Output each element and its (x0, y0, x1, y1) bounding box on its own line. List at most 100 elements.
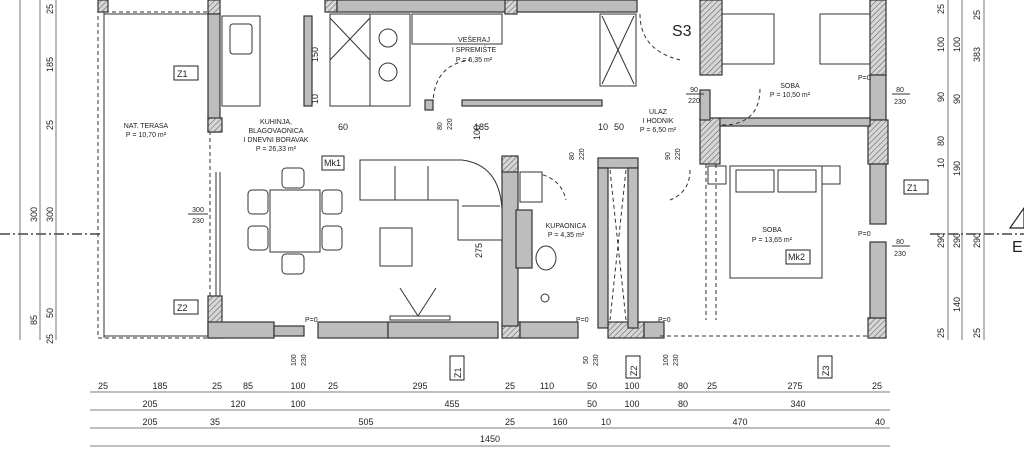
right-dim-25b: 25 (972, 328, 982, 338)
b1-14: 25 (872, 381, 882, 391)
right-dim-2: 100 (936, 37, 946, 52)
win-50-bottom: 50 (583, 356, 590, 364)
right-dim-290b: 290 (952, 233, 962, 248)
right-dim-4: 80 (936, 136, 946, 146)
win-80-b-h: 230 (894, 251, 906, 258)
b1-11: 80 (678, 381, 688, 391)
door-90-room: 90 (665, 152, 672, 160)
room2-name: SOBA (762, 227, 782, 234)
b2-1: 120 (230, 399, 245, 409)
b4-total: 1450 (480, 434, 500, 444)
right-dim-290: 290 (972, 233, 982, 248)
b2-5: 100 (624, 399, 639, 409)
bed (707, 165, 841, 279)
terrace-outline (97, 11, 211, 339)
b2-2: 100 (290, 399, 305, 409)
tag-z3-bottom: Z3 (821, 365, 831, 376)
section-marker-icon (1008, 206, 1024, 229)
inner-150: 150 (310, 47, 320, 62)
right-dim-3: 90 (936, 92, 946, 102)
pantry-area: P = 6,35 m² (456, 57, 493, 64)
inner-275: 275 (474, 243, 484, 258)
door-80-pantry-h: 220 (447, 118, 454, 130)
door-90: 90 (690, 87, 698, 94)
bath-sink (519, 171, 543, 203)
door-80-pantry: 80 (437, 122, 444, 130)
right-dim-5: 190 (952, 161, 962, 176)
p0-1: P=0 (305, 317, 318, 324)
b1-5: 25 (328, 381, 338, 391)
bath-name: KUPAONICA (546, 223, 587, 230)
b1-12: 25 (707, 381, 717, 391)
b1-8: 110 (540, 381, 554, 391)
left-dim-2: 185 (45, 57, 55, 72)
tag-z1-right: Z1 (907, 183, 918, 193)
room2-tag: Mk2 (788, 252, 805, 262)
b3-0: 205 (142, 417, 157, 427)
appliance-block (329, 13, 371, 107)
coffee-table (379, 227, 413, 267)
win-100b-bottom-h: 230 (673, 354, 680, 366)
pantry-line2: I SPREMIŠTE (452, 45, 497, 54)
right-dim-9: 25 (936, 328, 946, 338)
win-100-bottom-h: 230 (301, 354, 308, 366)
door-90-room-h: 220 (675, 148, 682, 160)
section-tag: S3 (672, 23, 692, 40)
inner-60: 60 (338, 122, 348, 132)
tag-z1-kitchen: Z1 (177, 69, 188, 79)
tv-unit (399, 287, 437, 317)
kitchen-tag: Mk1 (324, 158, 341, 168)
kitchen-line2: BLAGOVAONICA (248, 128, 303, 135)
left-dim-4: 300 (45, 207, 55, 222)
terrace-area: P = 10,70 m² (126, 132, 167, 139)
b2-6: 80 (678, 399, 688, 409)
door-80-bath-h: 220 (579, 148, 586, 160)
hall-line2: I HODNIK (642, 118, 673, 125)
left-dim-1: 25 (45, 4, 55, 14)
win-50-bottom-h: 230 (593, 354, 600, 366)
win-80-a: 80 (896, 87, 904, 94)
right-dim-100b: 100 (952, 37, 962, 52)
door-80-bath: 80 (569, 152, 576, 160)
win-100b-bottom: 100 (663, 354, 670, 366)
b1-3: 85 (243, 381, 253, 391)
bath-area: P = 4,35 m² (548, 232, 585, 239)
inner-185: 185 (474, 122, 489, 132)
inner-50: 50 (614, 122, 624, 132)
b2-3: 455 (444, 399, 459, 409)
b3-7: 40 (875, 417, 885, 427)
left-dim-7: 50 (45, 308, 55, 318)
left-dim-3: 25 (45, 120, 55, 130)
b1-7: 25 (505, 381, 515, 391)
b1-2: 25 (212, 381, 222, 391)
b1-1: 185 (152, 381, 167, 391)
left-dim-5: 85 (29, 315, 39, 325)
left-dimensions: 25 185 25 300 85 25 50 300 (19, 0, 57, 344)
room1-area: P = 10,50 m² (770, 92, 811, 99)
dining-table (247, 167, 343, 275)
hall-area: P = 6,50 m² (640, 127, 677, 134)
right-dimensions: 25 100 90 80 190 10 290 140 25 383 290 2… (936, 0, 985, 340)
b3-2: 505 (358, 417, 373, 427)
right-dim-6: 10 (936, 158, 946, 168)
inner-100: 100 (472, 125, 482, 140)
kitchen-area: P = 26,33 m² (256, 146, 297, 153)
edge-marker: E (1012, 239, 1023, 256)
hall-line1: ULAZ (649, 109, 668, 116)
left-dim-6: 25 (45, 334, 55, 344)
b3-5: 10 (601, 417, 611, 427)
b3-3: 25 (505, 417, 515, 427)
b1-0: 25 (98, 381, 108, 391)
pantry-line1: VEŠERAJ (458, 35, 490, 44)
right-dim-383: 383 (972, 47, 982, 62)
right-dim-90b: 90 (952, 94, 962, 104)
right-dim-1: 25 (936, 4, 946, 14)
b1-13: 275 (787, 381, 802, 391)
room2-area: P = 13,65 m² (752, 237, 793, 244)
bottom-dimensions: 25 185 25 85 100 25 295 25 110 50 100 80… (90, 381, 890, 447)
tag-z2-terrace: Z2 (177, 303, 188, 313)
right-dim-7: 290 (936, 233, 946, 248)
p0-4: P=0 (858, 75, 871, 82)
walls (97, 0, 889, 339)
